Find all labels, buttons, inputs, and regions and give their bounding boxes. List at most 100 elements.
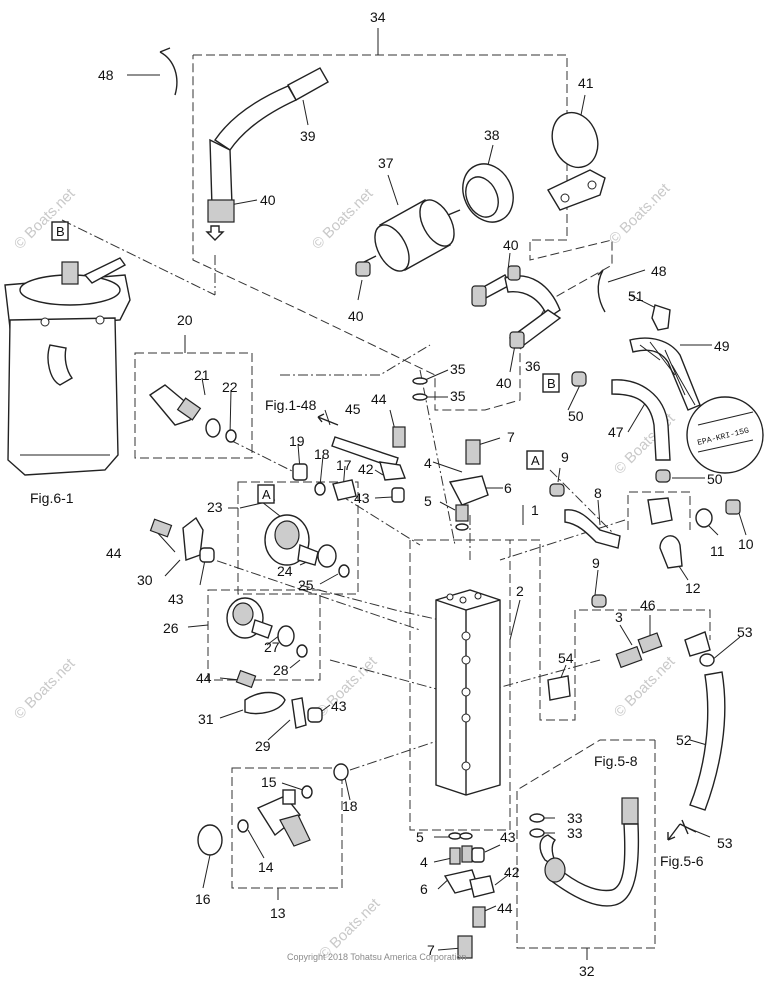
figure-references: Fig.6-1 Fig.1-48 Fig.5-8 Fig.5-6 — [30, 397, 704, 869]
fitting-21 — [148, 384, 202, 426]
callout-9: 9 — [592, 555, 600, 571]
callout-9: 9 — [561, 449, 569, 465]
callout-2: 2 — [516, 583, 524, 599]
callout-5: 5 — [424, 493, 432, 509]
o-ring-27 — [277, 625, 295, 647]
callout-42: 42 — [504, 864, 520, 880]
group-box-12 — [627, 491, 691, 530]
callout-44: 44 — [371, 391, 387, 407]
callout-1: 1 — [531, 502, 539, 518]
spacer-18 — [333, 763, 349, 781]
callout-52: 52 — [676, 732, 692, 748]
callout-30: 30 — [137, 572, 153, 588]
callout-41: 41 — [578, 75, 594, 91]
callout-46: 46 — [640, 597, 656, 613]
clamp-42 — [379, 461, 406, 481]
bracket-41 — [547, 111, 606, 211]
group-box-32 — [516, 739, 656, 949]
clamp-51 — [651, 304, 671, 331]
clip-48 — [597, 269, 606, 313]
group-box-13 — [231, 767, 343, 889]
callout-8: 8 — [594, 485, 602, 501]
bracket-29 — [291, 697, 307, 729]
callout-3: 3 — [615, 609, 623, 625]
callout-27: 27 — [264, 639, 280, 655]
callout-26: 26 — [163, 620, 179, 636]
fitting-12b — [647, 497, 673, 525]
washer-5 — [455, 523, 469, 531]
hose-49 — [629, 337, 701, 411]
hose-36 — [471, 265, 562, 349]
clamp-50 — [571, 371, 587, 387]
grommet-43 — [307, 707, 323, 723]
callout-7: 7 — [507, 429, 515, 445]
clip-48 — [159, 47, 178, 96]
callout-6: 6 — [420, 881, 428, 897]
group-box-20 — [134, 352, 253, 459]
washer-35 — [412, 377, 428, 385]
o-ring-25 — [338, 564, 350, 578]
callout-53: 53 — [737, 624, 753, 640]
callout-43: 43 — [168, 591, 184, 607]
callout-28: 28 — [273, 662, 289, 678]
callout-43: 43 — [331, 698, 347, 714]
clamp-42 — [469, 875, 495, 898]
bolt-44 — [149, 518, 173, 538]
callout-34: 34 — [370, 9, 386, 25]
callout-43: 43 — [500, 829, 516, 845]
callout-4: 4 — [424, 455, 432, 471]
group-box-23 — [237, 481, 359, 595]
callout-51: 51 — [628, 288, 644, 304]
fig-ref-1-48: Fig.1-48 — [265, 397, 317, 413]
washer-14 — [237, 819, 249, 833]
group-box-26 — [207, 589, 321, 681]
callout-48: 48 — [98, 67, 114, 83]
callout-40: 40 — [260, 192, 276, 208]
callout-43: 43 — [354, 490, 370, 506]
grommet-43 — [391, 487, 405, 503]
callout-44: 44 — [196, 670, 212, 686]
fuel-filter-37 — [361, 199, 461, 272]
spring-4 — [455, 504, 469, 522]
arrow-fig-5-6-icon — [667, 823, 681, 841]
clip-53 — [679, 819, 697, 835]
callout-33: 33 — [567, 825, 583, 841]
clamp-50 — [655, 469, 671, 483]
callout-33: 33 — [567, 810, 583, 826]
hose-32 — [539, 797, 640, 907]
ref-box-b: B — [56, 224, 65, 239]
screw-10 — [725, 499, 741, 515]
spring-4 — [461, 845, 473, 863]
callout-6: 6 — [504, 480, 512, 496]
parts-illustration: EPA-KRI-15G — [4, 47, 764, 959]
callout-20: 20 — [177, 312, 193, 328]
callout-15: 15 — [261, 774, 277, 790]
hose-47 — [611, 379, 671, 461]
plate-6 — [448, 475, 489, 506]
watermark: © Boats.net — [309, 185, 377, 253]
callout-16: 16 — [195, 891, 211, 907]
fig-ref-6-1: Fig.6-1 — [30, 490, 74, 506]
o-ring-24 — [317, 544, 337, 568]
callout-18: 18 — [342, 798, 358, 814]
arrow-down-icon — [205, 225, 225, 241]
callout-50: 50 — [707, 471, 723, 487]
callout-31: 31 — [198, 711, 214, 727]
callout-19: 19 — [289, 433, 305, 449]
callout-54: 54 — [558, 650, 574, 666]
grommet-43 — [471, 847, 485, 863]
connector-46 — [637, 632, 663, 654]
bolt-44 — [392, 426, 406, 448]
callout-17: 17 — [336, 457, 352, 473]
terminal-12 — [659, 535, 683, 569]
bolt-44 — [235, 669, 257, 689]
reference-letters: B A B A — [51, 221, 560, 504]
clamp-9 — [591, 594, 607, 608]
callout-14: 14 — [258, 859, 274, 875]
hose-39 — [207, 67, 329, 223]
group-box-1 — [414, 539, 711, 721]
callout-18: 18 — [314, 446, 330, 462]
washer-22 — [225, 429, 237, 443]
callout-25: 25 — [298, 577, 314, 593]
